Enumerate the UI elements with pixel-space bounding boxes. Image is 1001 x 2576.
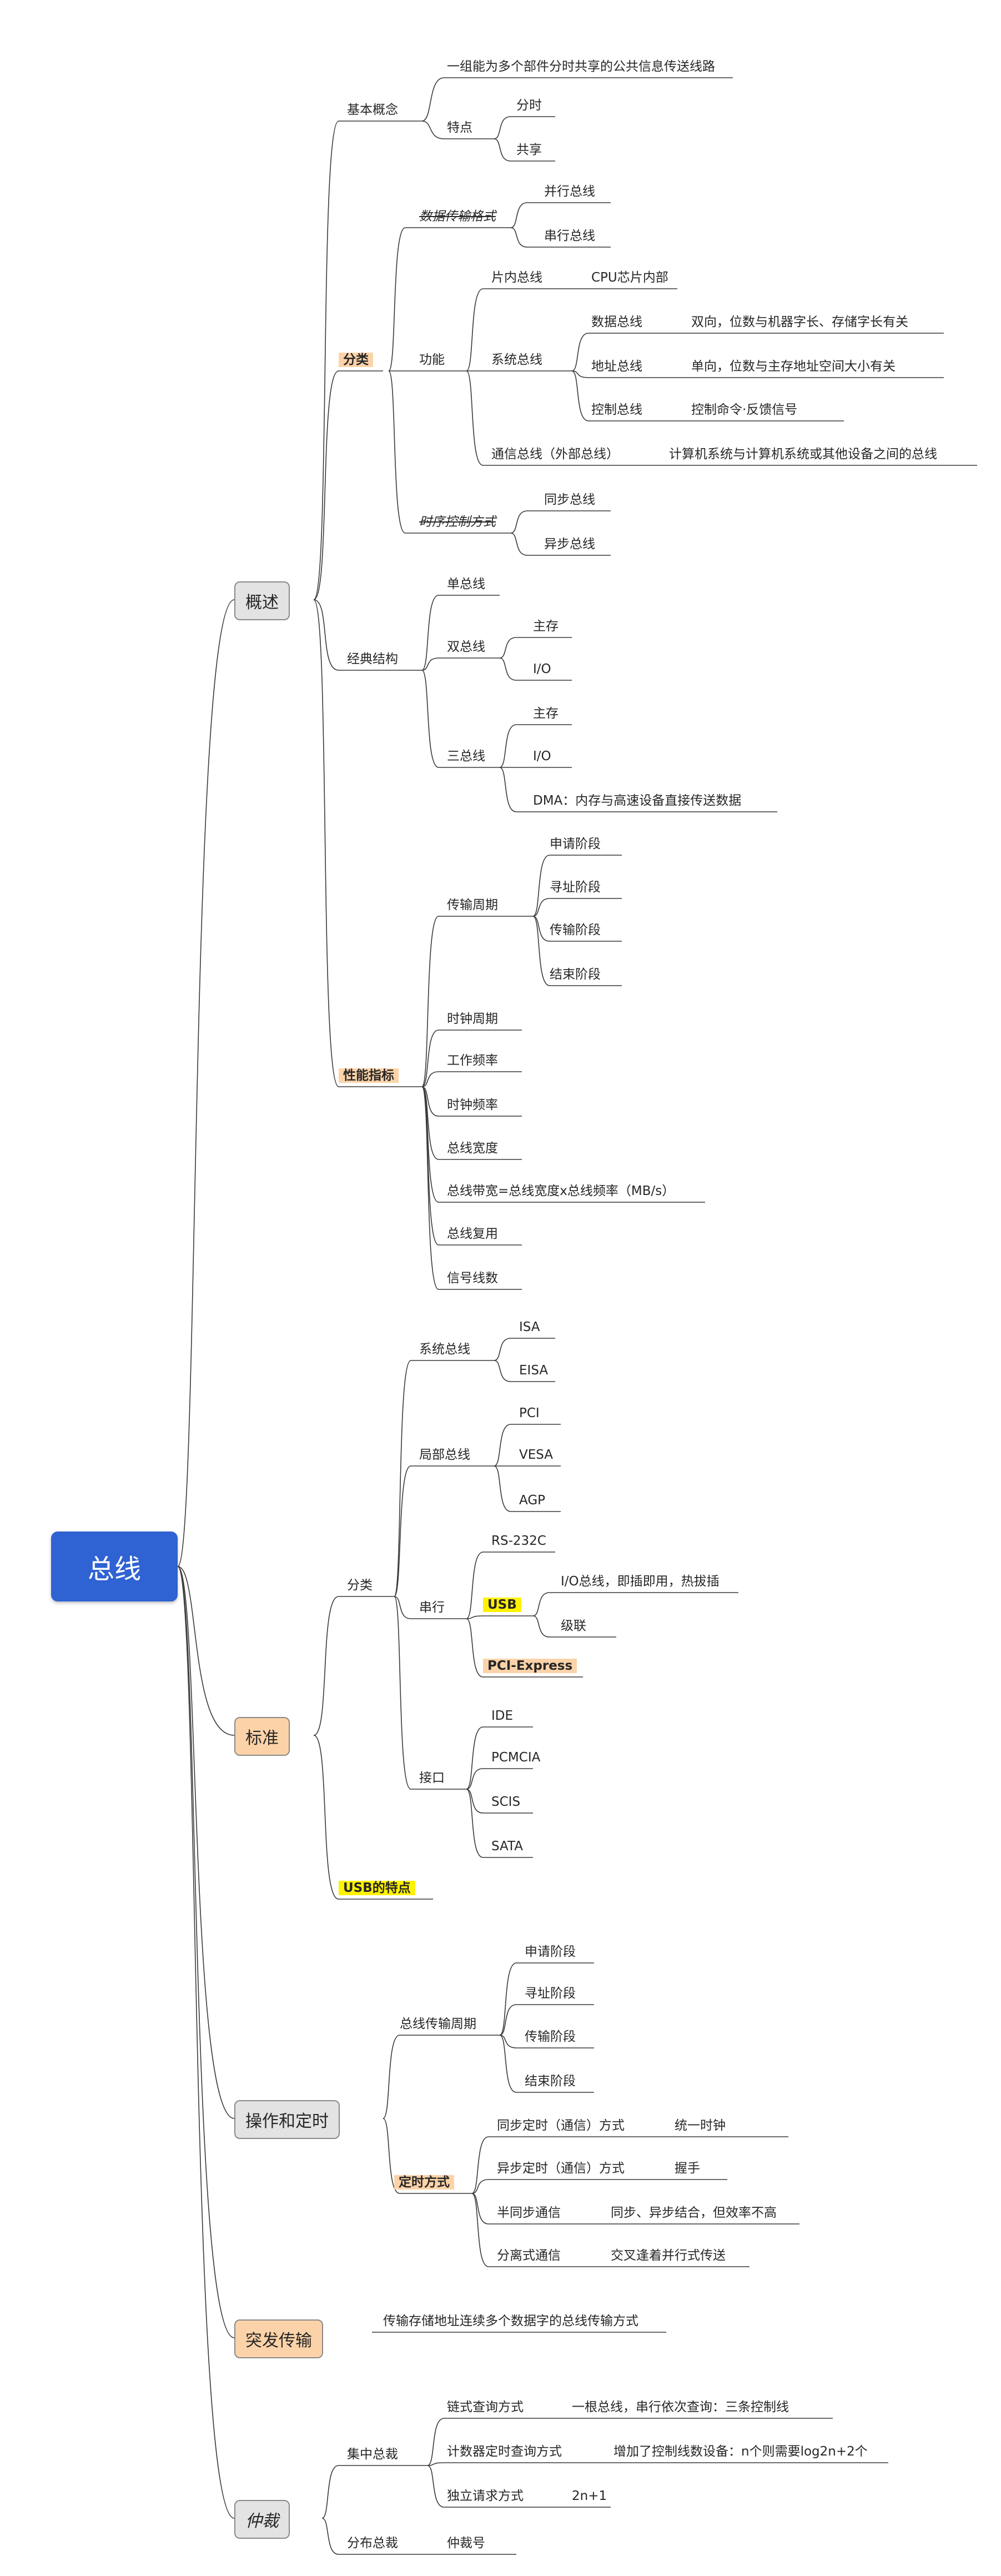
node-cycle-phase: 传输阶段 [550,923,601,937]
node-interface-item: PCMCIA [491,1750,541,1765]
node-interface-item: IDE [491,1709,514,1723]
node-local-bus-item: VESA [519,1448,554,1462]
node-system-bus: 系统总线 [491,353,542,367]
node-std-system-bus-item: ISA [519,1320,540,1334]
node-system-bus-desc: 控制命令·反馈信号 [691,403,798,417]
node-centralized: 集中总裁 [347,2447,398,2462]
node-data-format-item: 并行总线 [544,184,595,199]
node-centralized-item: 链式查询方式 [447,2400,524,2414]
node-timing-item: 异步定时（通信）方式 [497,2161,625,2176]
node-triple-bus-item: I/O [533,749,551,764]
node-performance-item: 总线宽度 [447,1141,498,1156]
main-node-burst[interactable]: 突发传输 [234,2319,323,2358]
node-on-chip-desc: CPU芯片内部 [591,270,668,285]
node-pcie: PCI-Express [483,1659,577,1673]
node-triple-bus-item: DMA：内存与高速设备直接传送数据 [533,794,742,808]
node-data-format-item: 串行总线 [544,229,595,243]
node-comm-bus: 通信总线（外部总线） [491,447,619,461]
node-performance-item: 总线复用 [447,1227,498,1241]
node-centralized-item: 独立请求方式 [447,2489,524,2503]
node-triple-bus: 三总线 [447,749,485,764]
node-system-bus-item: 地址总线 [591,359,642,374]
node-single-bus: 单总线 [447,577,485,591]
main-node-operation[interactable]: 操作和定时 [234,2100,340,2139]
node-timing-desc: 同步、异步结合，但效率不高 [611,2206,777,2220]
node-usb-features: USB的特点 [339,1881,415,1895]
node-centralized-desc: 增加了控制线数设备：n个则需要log2n+2个 [613,2444,868,2459]
node-distributed: 分布总裁 [347,2536,398,2550]
node-comm-bus-desc: 计算机系统与计算机系统或其他设备之间的总线 [669,447,937,461]
node-rs232c: RS-232C [491,1534,546,1548]
node-dual-bus-item: I/O [533,662,551,676]
node-std-system-bus: 系统总线 [419,1342,470,1357]
node-performance-item: 信号线数 [447,1271,498,1286]
node-performance-item: 工作频率 [447,1053,498,1068]
node-cycle-phase: 申请阶段 [550,837,601,851]
node-classification: 分类 [339,353,373,367]
node-triple-bus-item: 主存 [533,706,559,721]
node-timing-desc: 握手 [675,2161,700,2176]
node-standard-classification: 分类 [347,1578,373,1593]
root-node[interactable]: 总线 [51,1531,178,1601]
node-timing-item: 半同步通信 [497,2206,561,2220]
node-definition: 一组能为多个部件分时共享的公共信息传送线路 [447,59,715,74]
node-interface-item: SATA [491,1839,523,1854]
node-dual-bus: 双总线 [447,640,485,654]
node-usb-item: I/O总线，即插即用，热拔插 [561,1574,720,1589]
node-structure: 经典结构 [347,652,398,666]
node-system-bus-item: 数据总线 [591,315,642,329]
node-performance-item: 时钟周期 [447,1012,498,1026]
node-interface: 接口 [419,1771,445,1785]
node-local-bus-item: PCI [519,1406,540,1420]
node-timing-desc: 交叉逢着并行式传送 [611,2248,726,2263]
node-system-bus-desc: 单向，位数与主存地址空间大小有关 [691,359,896,374]
node-centralized-desc: 一根总线，串行依次查询：三条控制线 [572,2400,789,2414]
node-feature-item: 共享 [516,143,542,157]
node-burst-desc: 传输存储地址连续多个数据字的总线传输方式 [383,2314,638,2328]
node-cycle-phase: 寻址阶段 [550,880,601,895]
node-usb-item: 级联 [561,1619,586,1633]
node-system-bus-item: 控制总线 [591,403,642,417]
node-centralized-item: 计数器定时查询方式 [447,2444,562,2459]
node-on-chip: 片内总线 [491,270,542,285]
node-op-cycle-phase: 传输阶段 [525,2030,576,2044]
node-dual-bus-item: 主存 [533,619,559,634]
node-system-bus-desc: 双向，位数与机器字长、存储字长有关 [691,315,908,329]
node-centralized-desc: 2n+1 [572,2489,607,2503]
node-data-format: 数据传输格式 [419,209,496,224]
node-timing-control: 时序控制方式 [419,515,496,529]
main-node-arbitration[interactable]: 仲裁 [234,2500,290,2539]
node-performance-item: 总线带宽=总线宽度x总线频率（MB/s） [447,1184,675,1198]
node-timing-desc: 统一时钟 [675,2118,726,2133]
node-op-cycle-phase: 申请阶段 [525,1945,576,1959]
node-op-cycle-phase: 结束阶段 [525,2074,576,2088]
node-timing-control-item: 异步总线 [544,537,595,551]
node-local-bus: 局部总线 [419,1448,470,1462]
node-transfer-cycle: 传输周期 [447,898,498,912]
node-std-system-bus-item: EISA [519,1363,549,1378]
main-node-standard[interactable]: 标准 [234,1717,290,1756]
node-timing-mode: 定时方式 [394,2175,454,2190]
node-timing-control-item: 同步总线 [544,493,595,507]
node-distributed-desc: 仲裁号 [447,2536,485,2550]
node-performance: 性能指标 [339,1068,399,1083]
node-performance-item: 时钟频率 [447,1098,498,1112]
node-serial: 串行 [419,1600,445,1615]
node-timing-item: 分离式通信 [497,2248,561,2263]
node-timing-item: 同步定时（通信）方式 [497,2118,625,2133]
node-local-bus-item: AGP [519,1493,546,1508]
node-basic-concept: 基本概念 [347,103,398,117]
node-features: 特点 [447,120,472,135]
node-usb: USB [483,1598,521,1612]
node-feature-item: 分时 [516,98,542,113]
main-node-overview[interactable]: 概述 [234,581,290,620]
node-cycle-phase: 结束阶段 [550,967,601,982]
node-function: 功能 [419,353,445,367]
node-bus-transfer-cycle: 总线传输周期 [400,2017,476,2031]
node-op-cycle-phase: 寻址阶段 [525,1986,576,2001]
node-interface-item: SCIS [491,1795,521,1809]
